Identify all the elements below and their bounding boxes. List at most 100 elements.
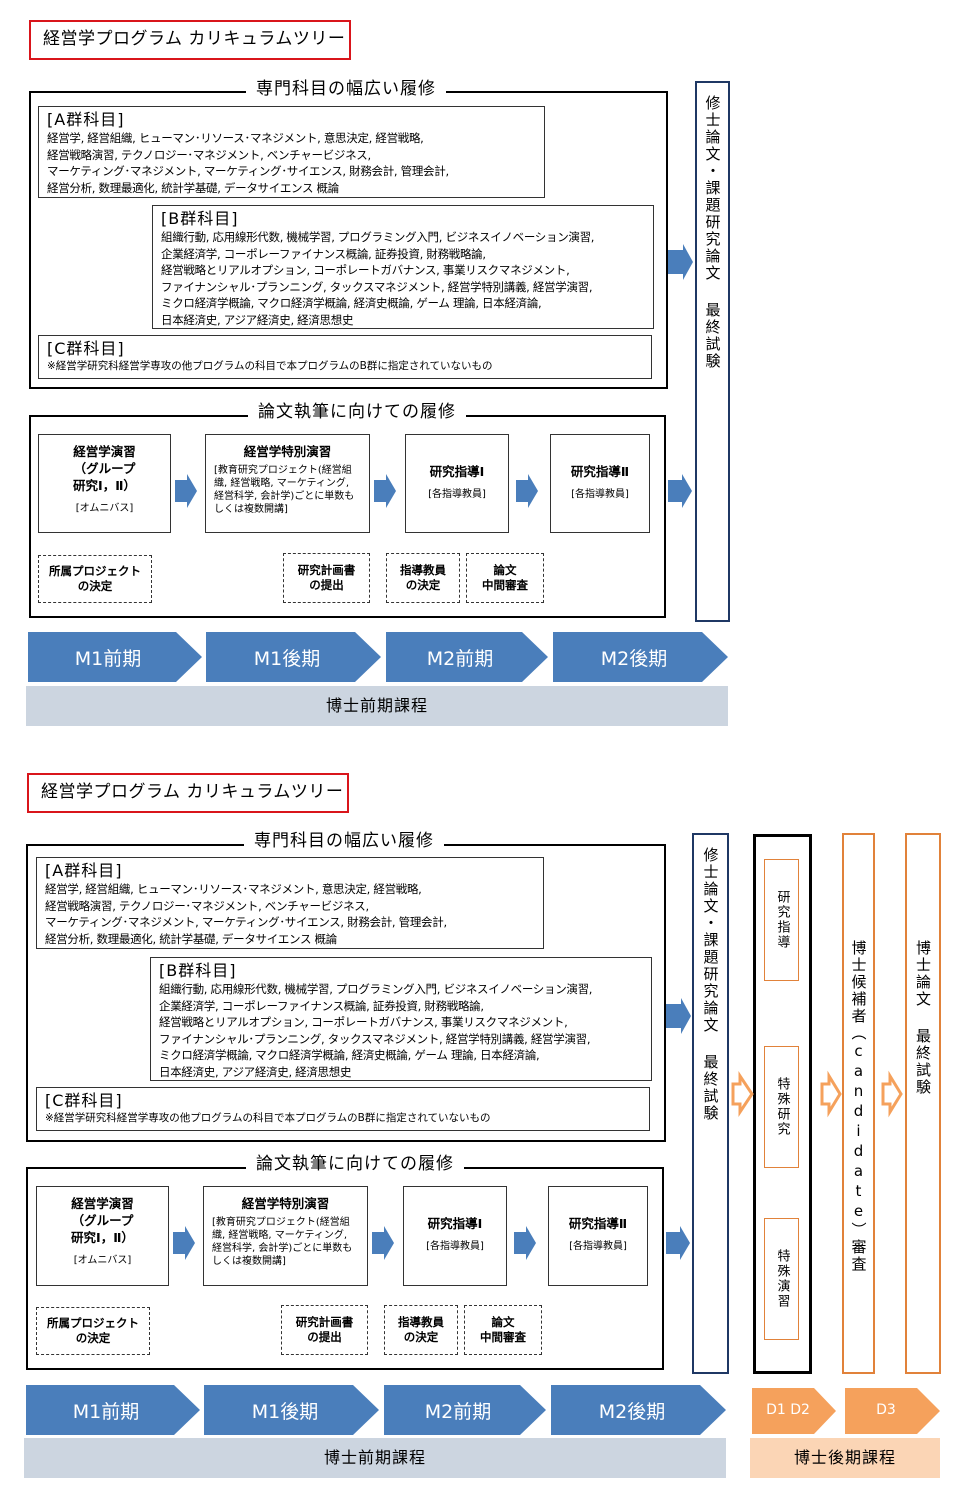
- specialized-courses-legend: 専門科目の幅広い履修: [246, 78, 446, 100]
- group-b-line: ミクロ経済学概論, マクロ経済学概論, 経済史概論, ゲーム 理論, 日本経済論…: [161, 296, 542, 310]
- semester-label: M1前期: [72, 1401, 140, 1423]
- step-sub: [各指導教員]: [428, 489, 486, 500]
- step-sub: [オムニバス]: [73, 1255, 132, 1266]
- semester-arrow-m2-first: [386, 632, 548, 682]
- semester-arrows: [26, 1385, 940, 1435]
- group-c-box: [C群科目] ※経営学研究科経営学専攻の他プログラムの科目で本プログラムのB群に…: [36, 1087, 650, 1131]
- semester-arrow-m1-second: [204, 1385, 379, 1435]
- step-title: 経営学演習 （グループ 研究Ⅰ，Ⅱ）: [73, 444, 136, 493]
- doctoral-guidance-text: 特殊研究: [774, 1077, 790, 1137]
- semester-label: D1 D2: [766, 1402, 810, 1418]
- group-a-line: 経営戦略演習, テクノロジー･マネジメント, ベンチャービジネス,: [45, 898, 369, 913]
- group-b-box: [B群科目] 組織行動, 応用線形代数, 機械学習, プログラミング入門, ビジ…: [152, 205, 654, 329]
- step-title: 研究指導Ⅱ: [568, 1216, 628, 1231]
- doctoral-guidance-item: 特殊演習: [764, 1218, 799, 1340]
- group-a-line: 経営戦略演習, テクノロジー･マネジメント, ベンチャービジネス,: [47, 147, 371, 162]
- group-c-box: [C群科目] ※経営学研究科経営学専攻の他プログラムの科目で本プログラムのB群に…: [38, 335, 652, 379]
- milestone-advisor: 指導教員 の決定: [386, 553, 460, 603]
- group-b-line: 企業経済学, コーポレーファイナンス概論, 証券投資, 財務戦略論,: [161, 246, 486, 261]
- step-title: 研究指導Ⅰ: [427, 1216, 483, 1231]
- group-b-line: 経営戦略とリアルオプション, コーポレートガバナンス, 事業リスクマネジメント,: [161, 263, 570, 277]
- semester-label: M1後期: [251, 1401, 319, 1423]
- milestone-project: 所属プロジェクト の決定: [38, 555, 152, 603]
- step-title: 研究指導Ⅰ: [429, 464, 485, 479]
- group-a-title: [A群科目]: [47, 110, 125, 129]
- group-a-box: [A群科目] 経営学, 経営組織, ヒューマン･リソース･マネジメント, 意思決…: [38, 106, 545, 198]
- thesis-courses-legend: 論文執筆に向けての履修: [246, 1153, 464, 1175]
- section1-arrows: [28, 244, 728, 682]
- candidate-review-text: 博士候補者（candidate）審査: [849, 940, 868, 1273]
- page-title: 経営学プログラム カリキュラムツリー: [27, 773, 349, 813]
- milestone-project: 所属プロジェクト の決定: [36, 1307, 150, 1355]
- semester-arrow-m1-first: [28, 632, 202, 682]
- group-c-note: ※経営学研究科経営学専攻の他プログラムの科目で本プログラムのB群に指定されていな…: [47, 360, 493, 372]
- group-c-title: [C群科目]: [47, 339, 125, 358]
- group-a-line: マーケティング･マネジメント, マーケティング･サイエンス, 財務会計, 管理会…: [45, 915, 447, 929]
- candidate-review-box: 博士候補者（candidate）審査: [842, 833, 875, 1374]
- semester-arrow-d3: [845, 1388, 940, 1434]
- step-sub: [教育研究プロジェクト(経営組織, 経営戦略, マーケティング, 経営科学, 会…: [212, 1217, 353, 1267]
- semester-arrow-m2-first: [384, 1385, 546, 1435]
- page-title: 経営学プログラム カリキュラムツリー: [29, 20, 351, 60]
- step-sub: [オムニバス]: [75, 503, 134, 514]
- masters-final-box: 修士論文・課題研究論文 最終試験: [692, 833, 729, 1374]
- group-a-box: [A群科目] 経営学, 経営組織, ヒューマン･リソース･マネジメント, 意思決…: [36, 857, 544, 949]
- masters-program-band: 博士前期課程: [24, 1438, 726, 1478]
- group-b-title: [B群科目]: [161, 209, 239, 228]
- specialized-courses-legend: 専門科目の幅広い履修: [244, 830, 444, 852]
- step-research-guidance-1: 研究指導Ⅰ [各指導教員]: [405, 434, 509, 533]
- milestone-plan: 研究計画書 の提出: [281, 1305, 368, 1355]
- masters-final-box: 修士論文・課題研究論文 最終試験: [695, 81, 730, 622]
- semester-label: M2後期: [600, 648, 668, 670]
- step-title: 経営学特別演習: [241, 1196, 330, 1211]
- semester-label: D3: [876, 1402, 896, 1418]
- group-b-line: 組織行動, 応用線形代数, 機械学習, プログラミング入門, ビジネスイノベーシ…: [161, 230, 595, 244]
- doctoral-guidance-item: 特殊研究: [764, 1046, 799, 1168]
- arrow-icon: [173, 998, 691, 1260]
- doctoral-guidance-item: 研究指導: [764, 859, 799, 981]
- semester-label: M2後期: [598, 1401, 666, 1423]
- semester-arrow-m2-second: [551, 1385, 726, 1435]
- group-b-box: [B群科目] 組織行動, 応用線形代数, 機械学習, プログラミング入門, ビジ…: [150, 957, 652, 1081]
- step-management-seminar: 経営学演習 （グループ 研究Ⅰ，Ⅱ） [オムニバス]: [38, 434, 171, 533]
- masters-final-text: 修士論文・課題研究論文 最終試験: [701, 847, 720, 1122]
- step-research-guidance-2: 研究指導Ⅱ [各指導教員]: [550, 434, 650, 533]
- semester-arrow-m2-second: [553, 632, 728, 682]
- group-b-line: ファイナンシャル･プランニング, タックスマネジメント, 経営学特別講義, 経営…: [161, 279, 593, 294]
- step-research-guidance-1: 研究指導Ⅰ [各指導教員]: [403, 1186, 507, 1286]
- thesis-courses-legend: 論文執筆に向けての履修: [248, 401, 466, 423]
- group-a-line: 経営学, 経営組織, ヒューマン･リソース･マネジメント, 意思決定, 経営戦略…: [47, 131, 424, 145]
- group-c-note: ※経営学研究科経営学専攻の他プログラムの科目で本プログラムのB群に指定されていな…: [45, 1112, 491, 1124]
- milestone-plan: 研究計画書 の提出: [283, 553, 370, 603]
- group-c-title: [C群科目]: [45, 1091, 123, 1110]
- step-special-seminar: 経営学特別演習 [教育研究プロジェクト(経営組織, 経営戦略, マーケティング,…: [203, 1186, 368, 1286]
- semester-arrow-m1-first: [26, 1385, 200, 1435]
- doctoral-final-text: 博士論文 最終試験: [914, 940, 932, 1096]
- semester-arrows: [28, 632, 728, 682]
- milestone-interim: 論文 中間審査: [466, 553, 544, 603]
- step-research-guidance-2: 研究指導Ⅱ [各指導教員]: [548, 1186, 648, 1286]
- group-b-line: 経営戦略とリアルオプション, コーポレートガバナンス, 事業リスクマネジメント,: [159, 1015, 568, 1029]
- arrow-icon: [668, 244, 693, 280]
- arrow-icon: [175, 474, 692, 508]
- group-a-line: 経営分析, 数理最適化, 統計学基礎, データサイエンス 概論: [45, 931, 337, 946]
- milestone-advisor: 指導教員 の決定: [384, 1305, 458, 1355]
- step-sub: [各指導教員]: [426, 1241, 484, 1252]
- group-a-title: [A群科目]: [45, 861, 123, 880]
- step-title: 研究指導Ⅱ: [570, 464, 630, 479]
- group-a-line: 経営分析, 数理最適化, 統計学基礎, データサイエンス 概論: [47, 180, 339, 195]
- step-sub: [教育研究プロジェクト(経営組織, 経営戦略, マーケティング, 経営科学, 会…: [214, 465, 355, 515]
- semester-arrow-m1-second: [206, 632, 381, 682]
- group-b-line: ファイナンシャル･プランニング, タックスマネジメント, 経営学特別講義, 経営…: [159, 1031, 591, 1046]
- step-title: 経営学特別演習: [243, 444, 332, 459]
- masters-final-text: 修士論文・課題研究論文 最終試験: [703, 95, 722, 370]
- doctoral-final-box: 博士論文 最終試験: [905, 833, 941, 1374]
- step-sub: [各指導教員]: [569, 1241, 627, 1252]
- group-a-line: 経営学, 経営組織, ヒューマン･リソース･マネジメント, 意思決定, 経営戦略…: [45, 882, 422, 896]
- group-b-line: 日本経済史, アジア経済史, 経済思想史: [159, 1064, 352, 1079]
- doctoral-program-band: 博士後期課程: [750, 1438, 940, 1478]
- doctoral-guidance-text: 特殊演習: [774, 1249, 790, 1309]
- group-b-line: 組織行動, 応用線形代数, 機械学習, プログラミング入門, ビジネスイノベーシ…: [159, 982, 593, 996]
- masters-program-band: 博士前期課程: [26, 686, 728, 726]
